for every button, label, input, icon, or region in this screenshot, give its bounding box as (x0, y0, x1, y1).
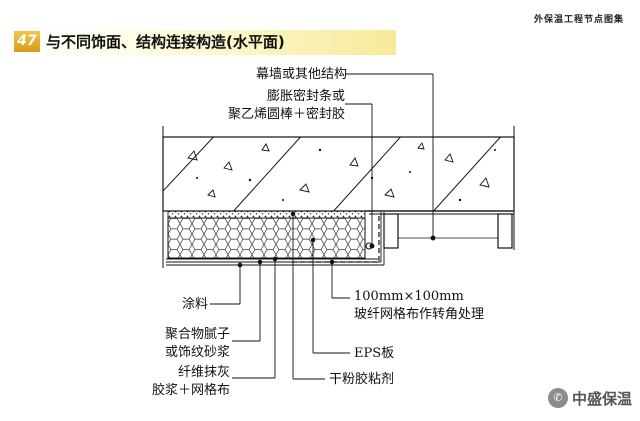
eps-board (167, 217, 366, 259)
watermark: ✆ 中盛保温 (547, 387, 632, 409)
label-putty-line1: 聚合物腻子 (164, 327, 230, 342)
label-seal-line2: 聚乙烯圆棒＋密封胶 (227, 107, 345, 122)
label-plaster-line2: 胶浆＋网格布 (151, 383, 230, 398)
label-coating: 涂料 (181, 297, 208, 312)
adhesive-layer (167, 210, 366, 219)
watermark-text: 中盛保温 (571, 389, 632, 408)
figure-number-badge: 47 (14, 31, 40, 52)
label-adhesive: 干粉胶粘剂 (329, 372, 395, 387)
label-eps: EPS板 (354, 346, 395, 361)
wechat-icon: ✆ (547, 388, 568, 408)
concrete-wall (162, 136, 515, 212)
curtain-wall (365, 210, 514, 249)
label-curtain-wall: 幕墙或其他结构 (256, 67, 348, 82)
page-title: 与不同饰面、结构连接构造(水平面) (46, 33, 285, 51)
series-title: 外保温工程节点图集 (533, 15, 624, 25)
label-plaster-line1: 纤维抹灰 (177, 365, 230, 380)
mesh-corner (292, 214, 380, 263)
label-putty-line2: 或饰纹砂浆 (164, 345, 230, 360)
label-seal-line1: 膨胀密封条或 (266, 89, 345, 104)
title-bar (0, 30, 396, 55)
label-mesh-line1: 100mm×100mm (354, 289, 464, 304)
label-mesh-line2: 玻纤网格布作转角处理 (354, 307, 485, 322)
